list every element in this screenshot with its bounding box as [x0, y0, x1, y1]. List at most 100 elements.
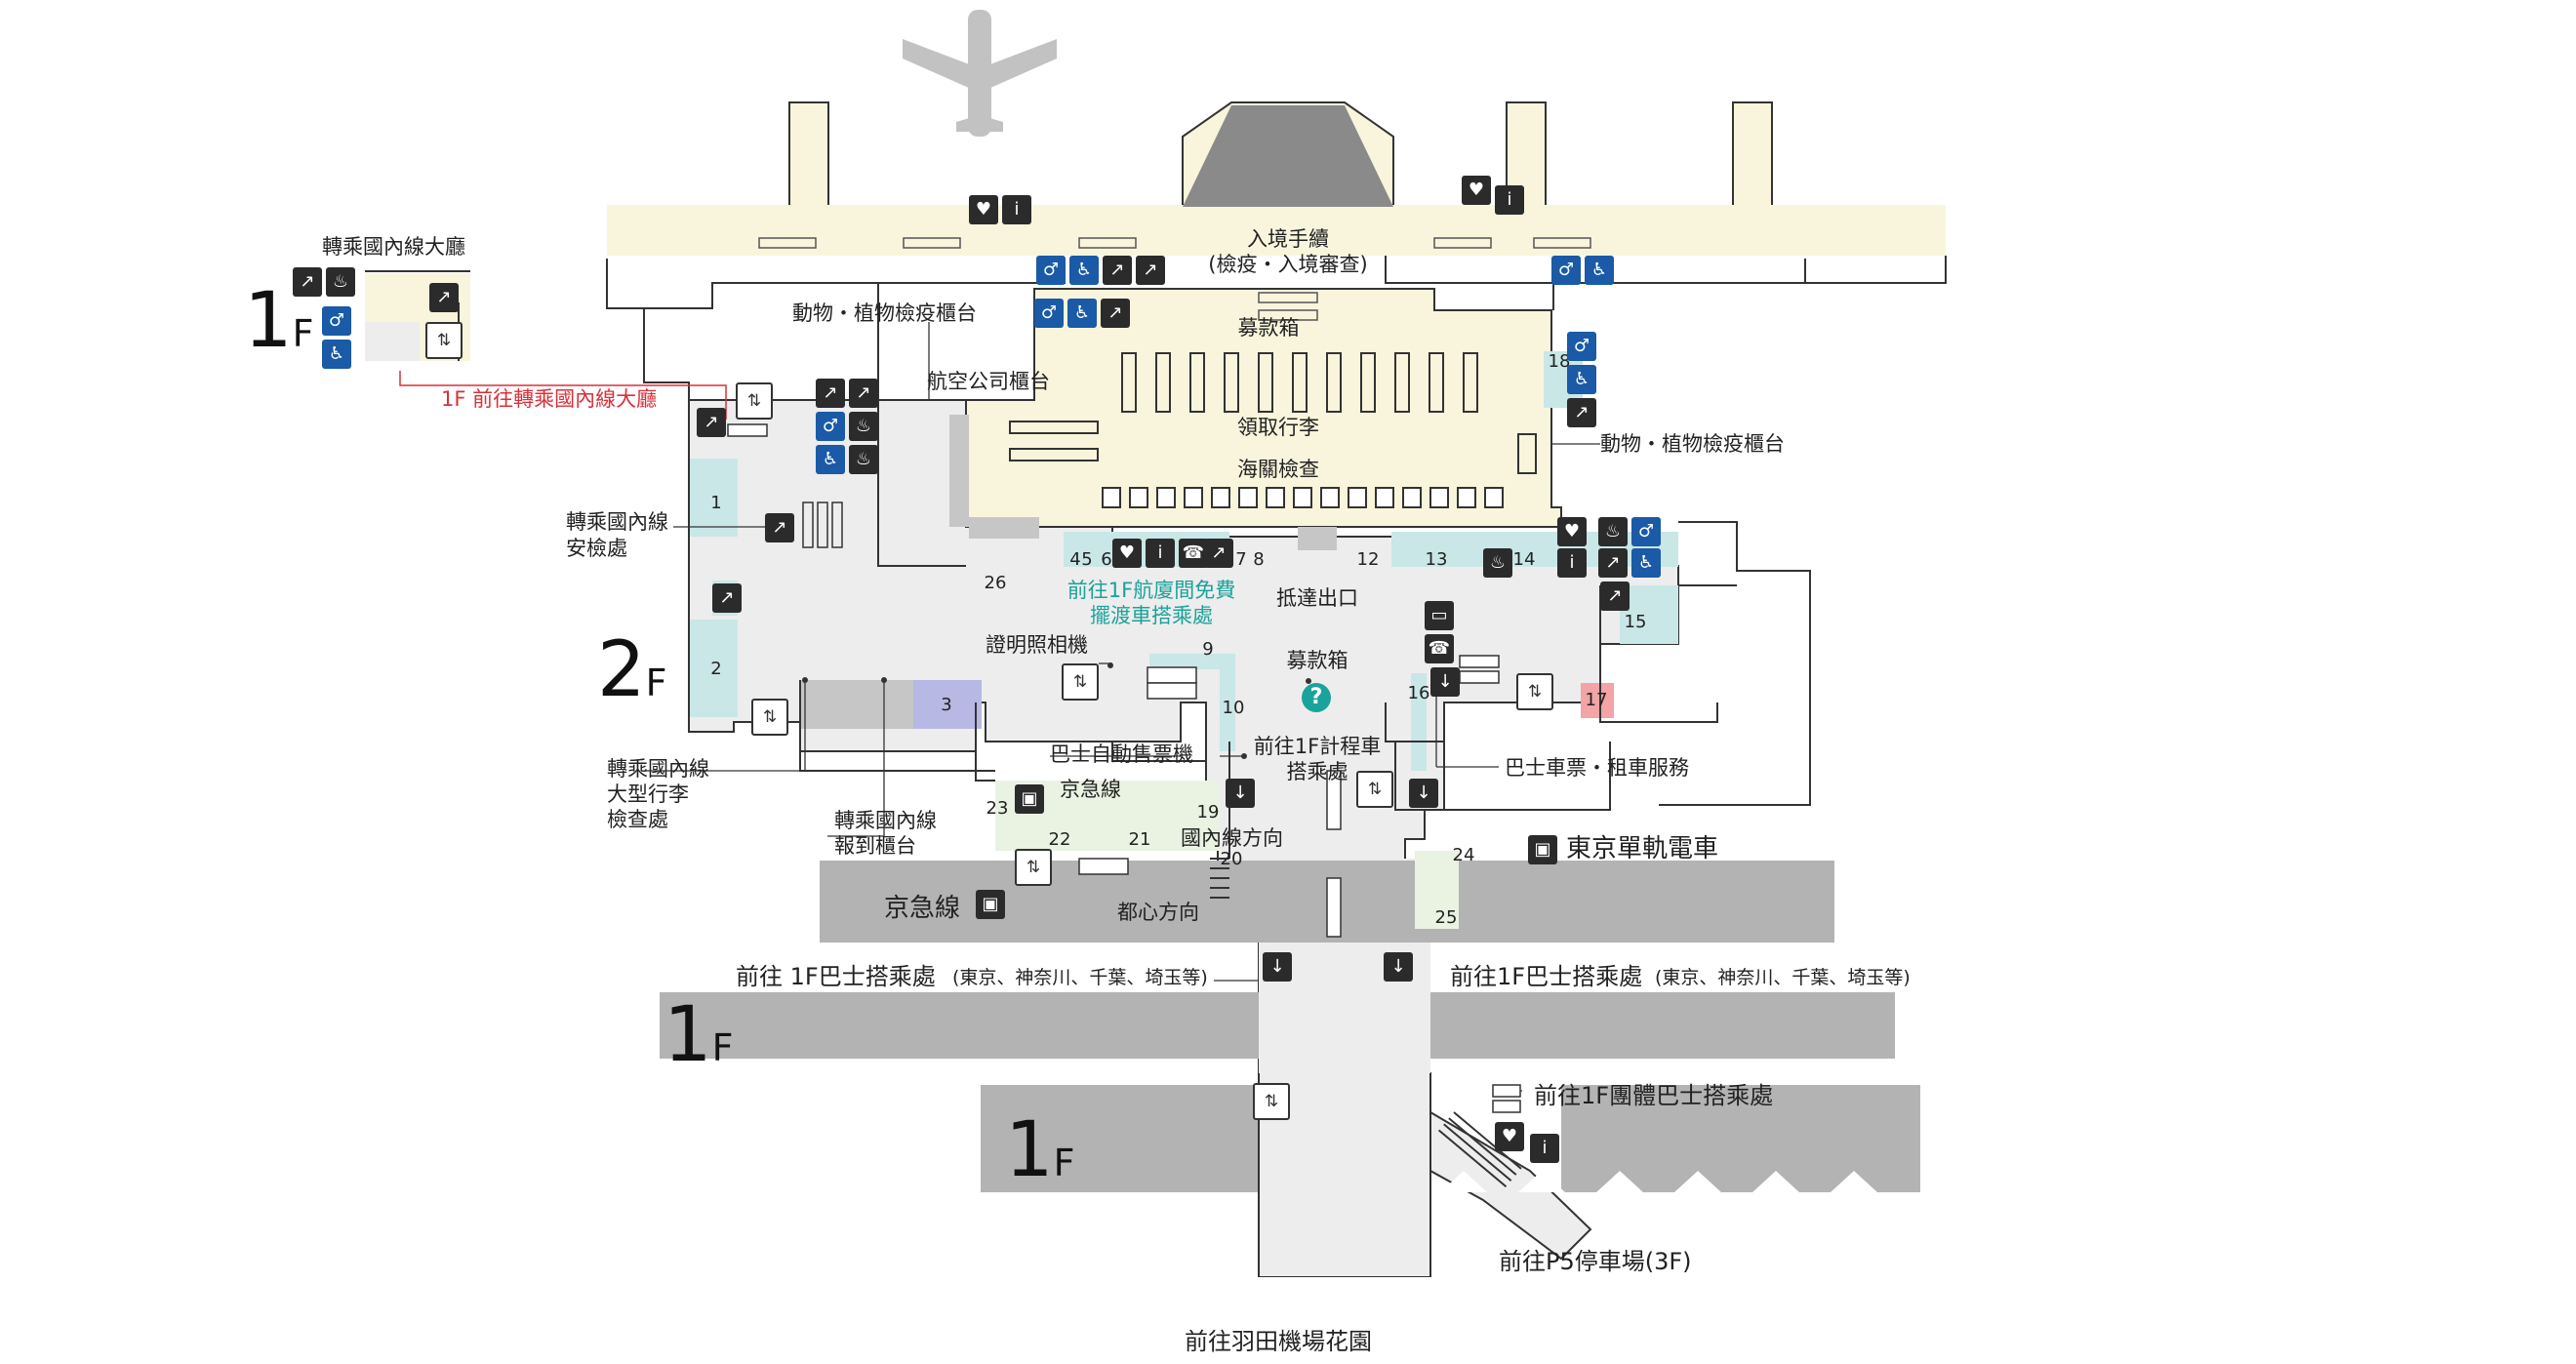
question-icon[interactable]: ?	[1302, 683, 1331, 712]
escalator-icon[interactable]: ↗	[1136, 256, 1165, 285]
elevator-icon[interactable]: ⇅	[1015, 849, 1052, 886]
escalator-icon[interactable]: ↓	[1384, 952, 1413, 982]
gate-3: 3	[941, 695, 952, 715]
gate-24: 24	[1452, 845, 1475, 865]
elevator-icon[interactable]: ⇅	[425, 322, 463, 359]
smoking-icon[interactable]: ♨	[1598, 517, 1628, 546]
label-domestic-security: 轉乘國內線	[566, 510, 668, 534]
smoking-icon[interactable]: ♨	[849, 412, 878, 441]
wheelchair-icon[interactable]: ♿	[816, 445, 845, 474]
gate-13: 13	[1425, 549, 1448, 570]
wheelchair-icon[interactable]: ♿	[1067, 299, 1097, 328]
restroom-icon[interactable]: ♂	[1034, 299, 1064, 328]
elevator-icon[interactable]: ⇅	[1356, 771, 1393, 808]
aed-icon[interactable]: ♥	[1557, 517, 1587, 546]
label-taxi: 前往1F計程車	[1253, 735, 1382, 758]
floor-label-1f-left: 1F	[664, 997, 734, 1073]
gate-19: 19	[1196, 802, 1220, 822]
escalator-icon[interactable]: ↓	[1226, 779, 1255, 808]
smoking-icon[interactable]: ♨	[849, 445, 878, 474]
escalator-icon[interactable]: ↗	[293, 267, 322, 297]
escalator-icon[interactable]: ↓	[1409, 779, 1438, 808]
label-bus-1f-left: 前往 1F巴士搭乘處	[736, 963, 936, 990]
restroom-icon[interactable]: ♂	[1036, 256, 1066, 285]
gate-12: 12	[1356, 549, 1380, 570]
restroom-icon[interactable]: ♂	[1631, 517, 1661, 546]
gate-9: 9	[1202, 639, 1214, 660]
escalator-icon[interactable]: ↗	[697, 408, 726, 437]
phone-icon[interactable]: ☎	[1425, 634, 1454, 663]
escalator-icon[interactable]: ↗	[1204, 539, 1233, 568]
wheelchair-icon[interactable]: ♿	[1069, 256, 1099, 285]
gate-5: 5	[1081, 549, 1093, 570]
label-arrival-exit: 抵達出口	[1276, 586, 1358, 610]
wheelchair-icon[interactable]: ♿	[1585, 256, 1614, 285]
info-icon[interactable]: i	[1146, 539, 1175, 568]
aed-icon[interactable]: ♥	[1462, 176, 1491, 205]
wheelchair-icon[interactable]: ♿	[322, 340, 351, 369]
escalator-icon[interactable]: ↗	[1567, 398, 1596, 427]
escalator-icon[interactable]: ↗	[429, 283, 459, 312]
restroom-icon[interactable]: ♂	[1551, 256, 1581, 285]
aed-icon[interactable]: ♥	[1112, 539, 1142, 568]
smoking-icon[interactable]: ♨	[326, 267, 355, 297]
info-icon[interactable]: ▭	[1425, 601, 1454, 630]
label-free-shuttle-2: 擺渡車搭乘處	[1090, 604, 1213, 627]
info-icon[interactable]: i	[1530, 1134, 1559, 1163]
counter-3	[913, 680, 982, 729]
elevator-icon[interactable]: ⇅	[736, 382, 773, 420]
elevator-icon[interactable]: ⇅	[1516, 673, 1553, 710]
train-icon[interactable]: ▣	[1015, 784, 1044, 814]
gate-1: 1	[710, 493, 722, 513]
escalator-icon[interactable]: ↗	[849, 379, 878, 408]
escalator-icon[interactable]: ↓	[1263, 952, 1292, 982]
label-photo-booth: 證明照相機	[986, 633, 1088, 657]
monorail-icon[interactable]: ▣	[1528, 835, 1557, 864]
gate-16: 16	[1407, 683, 1430, 703]
info-icon[interactable]: i	[1002, 195, 1031, 224]
gate-23: 23	[986, 798, 1009, 819]
escalator-icon[interactable]: ↗	[1600, 582, 1630, 611]
train-icon[interactable]: ▣	[976, 890, 1005, 919]
escalator-icon[interactable]: ↗	[765, 513, 794, 542]
elevator-icon[interactable]: ⇅	[1253, 1083, 1290, 1120]
customs-booths	[1102, 487, 1504, 508]
label-domestic-hall: 轉乘國內線大廳	[322, 235, 465, 259]
restroom-icon[interactable]: ♂	[1567, 332, 1596, 361]
gate-2: 2	[710, 659, 722, 679]
label-large-baggage-3: 檢查處	[607, 808, 668, 831]
gate-15: 15	[1624, 612, 1647, 632]
elevator-icon[interactable]: ⇅	[1062, 663, 1099, 701]
label-bus-1f-right-sub: (東京、神奈川、千葉、埼玉等)	[1655, 967, 1911, 988]
elevator-icon[interactable]: ⇅	[751, 699, 788, 736]
phone-icon[interactable]: ☎	[1179, 539, 1208, 568]
floor-number: 2	[597, 626, 646, 714]
floor-number: 1	[664, 991, 712, 1079]
restroom-icon[interactable]: ♂	[816, 412, 845, 441]
aed-icon[interactable]: ♥	[1495, 1122, 1524, 1151]
escalator-icon[interactable]: ↗	[1598, 548, 1628, 578]
escalator-icon[interactable]: ↓	[1430, 667, 1460, 697]
info-icon[interactable]: i	[1557, 548, 1587, 578]
smoking-icon[interactable]: ♨	[1483, 548, 1512, 578]
baggage-hall	[965, 288, 1562, 528]
restroom-icon[interactable]: ♂	[322, 306, 351, 336]
label-free-shuttle: 前往1F航廈間免費	[1067, 579, 1236, 602]
escalator-icon[interactable]: ↗	[712, 583, 742, 613]
aed-icon[interactable]: ♥	[969, 195, 998, 224]
label-customs: 海關檢查	[1237, 458, 1319, 481]
info-icon[interactable]: i	[1495, 185, 1524, 215]
label-keikyu: 京急線	[884, 894, 961, 923]
airplane-icon	[903, 10, 1057, 137]
wheelchair-icon[interactable]: ♿	[1631, 548, 1661, 578]
platform-1f-left	[660, 992, 1259, 1059]
escalator-icon[interactable]: ↗	[1103, 256, 1132, 285]
label-domestic-direction: 國內線方向	[1181, 826, 1283, 850]
gate-18: 18	[1548, 351, 1571, 372]
escalator-icon[interactable]: ↗	[1101, 299, 1130, 328]
wheelchair-icon[interactable]: ♿	[1567, 365, 1596, 394]
escalator-icon[interactable]: ↗	[816, 379, 845, 408]
platform-1f-lower-left	[981, 1085, 1259, 1192]
